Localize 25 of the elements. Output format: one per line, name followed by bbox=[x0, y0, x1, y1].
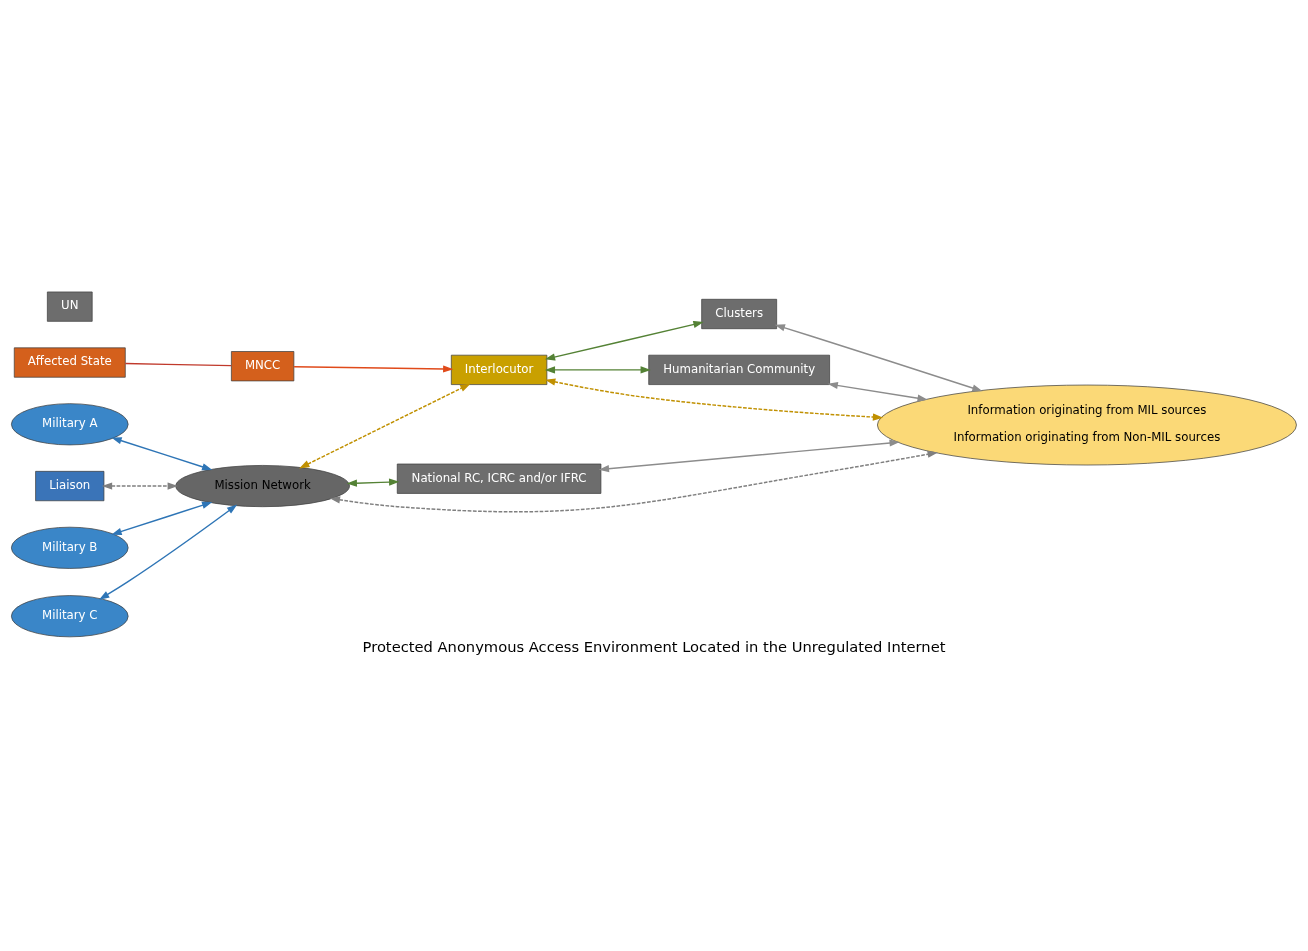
node-box: Interlocutor bbox=[450, 354, 548, 385]
node-box: National RC, ICRC and/or IFRC bbox=[396, 463, 602, 494]
connector bbox=[124, 362, 232, 367]
arrow bbox=[329, 450, 938, 513]
arrow bbox=[545, 378, 884, 421]
node-box: Liaison bbox=[35, 471, 105, 502]
arrow bbox=[299, 383, 471, 469]
arrow bbox=[101, 482, 178, 490]
node-box: Clusters bbox=[701, 298, 778, 330]
caption: Protected Anonymous Access Environment Located in the Unregulated Internet bbox=[362, 637, 946, 655]
arrow bbox=[346, 478, 400, 487]
arrow bbox=[111, 501, 213, 535]
node-box: Affected State bbox=[13, 347, 126, 378]
node-box: MNCC bbox=[231, 351, 295, 382]
node-ellipse: Military C bbox=[11, 595, 129, 638]
arrow bbox=[99, 504, 238, 600]
node-box: Humanitarian Community bbox=[648, 354, 830, 385]
node-box: UN bbox=[47, 291, 93, 322]
arrow bbox=[544, 366, 651, 374]
arrow bbox=[827, 381, 928, 402]
arrow bbox=[598, 439, 900, 473]
arrow bbox=[111, 437, 213, 471]
arrow bbox=[774, 324, 983, 392]
arrow bbox=[293, 365, 454, 373]
arrow bbox=[544, 320, 704, 361]
